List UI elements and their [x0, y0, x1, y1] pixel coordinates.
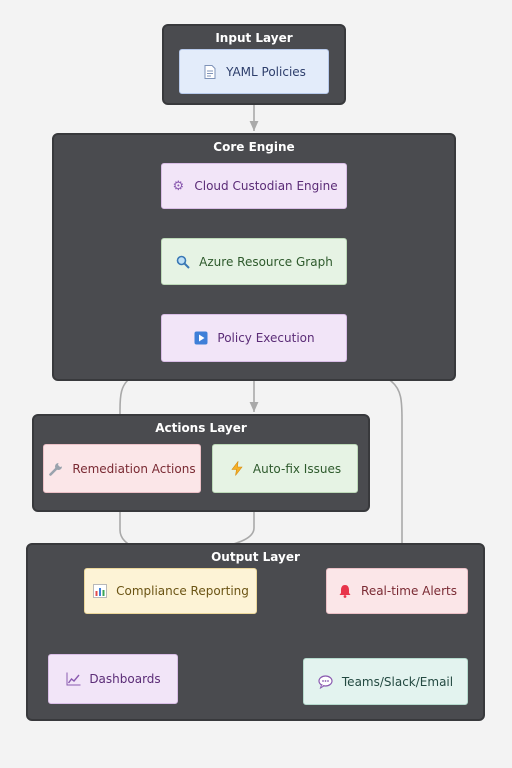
remediation-actions-node[interactable]: Remediation Actions: [43, 444, 201, 493]
cloud-custodian-engine-node[interactable]: ⚙ Cloud Custodian Engine: [161, 163, 347, 209]
real-time-alerts-label: Real-time Alerts: [361, 584, 457, 598]
policy-execution-node[interactable]: Policy Execution: [161, 314, 347, 362]
dashboards-node[interactable]: Dashboards: [48, 654, 178, 704]
document-icon: [202, 64, 218, 80]
compliance-reporting-label: Compliance Reporting: [116, 584, 249, 598]
teams-slack-email-node[interactable]: Teams/Slack/Email: [303, 658, 468, 705]
wrench-icon: [48, 461, 64, 477]
auto-fix-issues-node[interactable]: Auto-fix Issues: [212, 444, 358, 493]
cloud-custodian-engine-label: Cloud Custodian Engine: [194, 179, 338, 193]
bar-chart-icon: [92, 583, 108, 599]
dashboards-label: Dashboards: [89, 672, 161, 686]
output-layer-title: Output Layer: [211, 550, 300, 564]
input-layer-title: Input Layer: [215, 31, 293, 45]
actions-layer-title: Actions Layer: [155, 421, 247, 435]
yaml-policies-node[interactable]: YAML Policies: [179, 49, 329, 94]
lightning-icon: [229, 461, 245, 477]
magnifier-icon: [175, 254, 191, 270]
play-icon: [193, 330, 209, 346]
azure-resource-graph-label: Azure Resource Graph: [199, 254, 333, 269]
compliance-reporting-node[interactable]: Compliance Reporting: [84, 568, 257, 614]
bell-icon: [337, 583, 353, 599]
teams-slack-email-label: Teams/Slack/Email: [341, 674, 454, 689]
line-chart-icon: [65, 671, 81, 687]
auto-fix-issues-label: Auto-fix Issues: [252, 461, 342, 476]
policy-execution-label: Policy Execution: [217, 331, 315, 345]
yaml-policies-label: YAML Policies: [226, 64, 306, 79]
real-time-alerts-node[interactable]: Real-time Alerts: [326, 568, 468, 614]
azure-resource-graph-node[interactable]: Azure Resource Graph: [161, 238, 347, 285]
speech-bubble-icon: [318, 674, 334, 690]
gear-icon: ⚙: [172, 178, 185, 194]
remediation-actions-label: Remediation Actions: [72, 461, 196, 476]
core-engine-title: Core Engine: [213, 140, 295, 154]
